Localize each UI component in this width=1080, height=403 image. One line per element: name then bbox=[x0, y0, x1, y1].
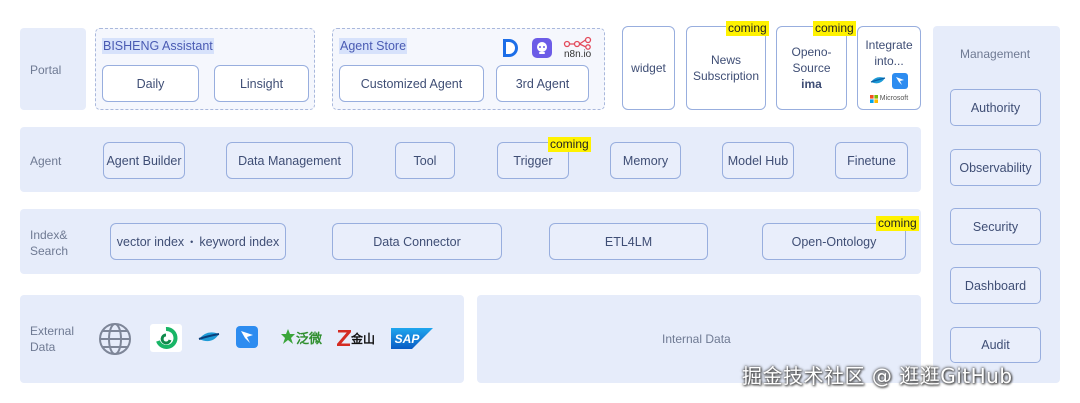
sap-text: SAP bbox=[394, 331, 420, 346]
sap-logo: SAP bbox=[391, 328, 433, 349]
n8n-logo-icon bbox=[563, 36, 593, 50]
authority-box[interactable]: Authority bbox=[950, 89, 1041, 126]
coze-logo-icon bbox=[531, 37, 553, 59]
microsoft-icon bbox=[869, 95, 878, 103]
internal-data-label: Internal Data bbox=[662, 332, 731, 346]
bisheng-assistant-title: BISHENG Assistant bbox=[102, 38, 214, 54]
internal-band bbox=[477, 295, 921, 383]
data-connector-box[interactable]: Data Connector bbox=[332, 223, 502, 260]
daily-button[interactable]: Daily bbox=[102, 65, 199, 102]
keyword-index-label: keyword index bbox=[199, 234, 280, 249]
linsight-button[interactable]: Linsight bbox=[214, 65, 309, 102]
openo-label-2: Source bbox=[792, 61, 831, 75]
model-hub-box[interactable]: Model Hub bbox=[722, 142, 794, 179]
fanwei-text: 泛微 bbox=[295, 330, 322, 346]
integrate-card[interactable]: Integrate into... Microsoft bbox=[857, 26, 921, 110]
agent-builder-box[interactable]: Agent Builder bbox=[103, 142, 185, 179]
security-box[interactable]: Security bbox=[950, 208, 1041, 245]
microsoft-label: Microsoft bbox=[879, 95, 909, 102]
third-party-agent-button[interactable]: 3rd Agent bbox=[496, 65, 589, 102]
external-layer-label: External Data bbox=[30, 324, 75, 354]
memory-box[interactable]: Memory bbox=[610, 142, 681, 179]
kingsoft-text: 金山 bbox=[350, 331, 375, 346]
news-coming-badge: coming bbox=[726, 21, 769, 36]
agent-store-title: Agent Store bbox=[339, 38, 408, 54]
vector-index-label: vector index bbox=[116, 234, 185, 249]
openo-source-ima-card[interactable]: Openo- Source ima bbox=[776, 26, 847, 110]
openo-coming-badge: coming bbox=[813, 21, 856, 36]
widget-label: widget bbox=[631, 61, 666, 75]
vector-keyword-index-box[interactable]: vector index • keyword index bbox=[110, 223, 286, 260]
openo-label-3: ima bbox=[801, 77, 822, 91]
tool-box[interactable]: Tool bbox=[395, 142, 455, 179]
blue-bird-icon bbox=[197, 325, 221, 349]
green-swirl-icon bbox=[150, 324, 182, 352]
management-layer-label: Management bbox=[960, 47, 1031, 61]
integrate-label: Integrate into... bbox=[865, 38, 913, 68]
bullet-separator: • bbox=[190, 236, 194, 247]
n8n-label: n8n.io bbox=[564, 49, 592, 60]
widget-card[interactable]: widget bbox=[622, 26, 675, 110]
observability-box[interactable]: Observability bbox=[950, 149, 1041, 186]
kingsoft-logo: 金山 bbox=[336, 328, 376, 348]
dify-logo-icon bbox=[501, 37, 519, 59]
news-subscription-label: News Subscription bbox=[692, 53, 760, 83]
customized-agent-button[interactable]: Customized Agent bbox=[339, 65, 484, 102]
blue-arrow-icon bbox=[236, 326, 258, 348]
etl4lm-box[interactable]: ETL4LM bbox=[549, 223, 708, 260]
fanwei-logo: 泛微 bbox=[278, 326, 324, 348]
dashboard-box[interactable]: Dashboard bbox=[950, 267, 1041, 304]
feishu-icon bbox=[870, 77, 886, 84]
management-band bbox=[933, 26, 1060, 383]
trigger-coming-badge: coming bbox=[548, 137, 591, 152]
audit-box[interactable]: Audit bbox=[950, 327, 1041, 363]
finetune-box[interactable]: Finetune bbox=[835, 142, 908, 179]
agent-layer-label: Agent bbox=[30, 154, 62, 168]
news-subscription-card[interactable]: News Subscription bbox=[686, 26, 766, 110]
ontology-coming-badge: coming bbox=[876, 216, 919, 231]
globe-icon bbox=[98, 322, 132, 356]
dingtalk-icon bbox=[892, 73, 908, 89]
portal-layer-label: Portal bbox=[30, 63, 62, 77]
openo-label-1: Openo- bbox=[791, 45, 832, 59]
data-management-box[interactable]: Data Management bbox=[226, 142, 353, 179]
index-layer-label: Index& Search bbox=[30, 228, 69, 258]
watermark-text: 掘金技术社区 @ 逛逛GitHub bbox=[742, 364, 1013, 388]
portal-band bbox=[20, 28, 86, 110]
